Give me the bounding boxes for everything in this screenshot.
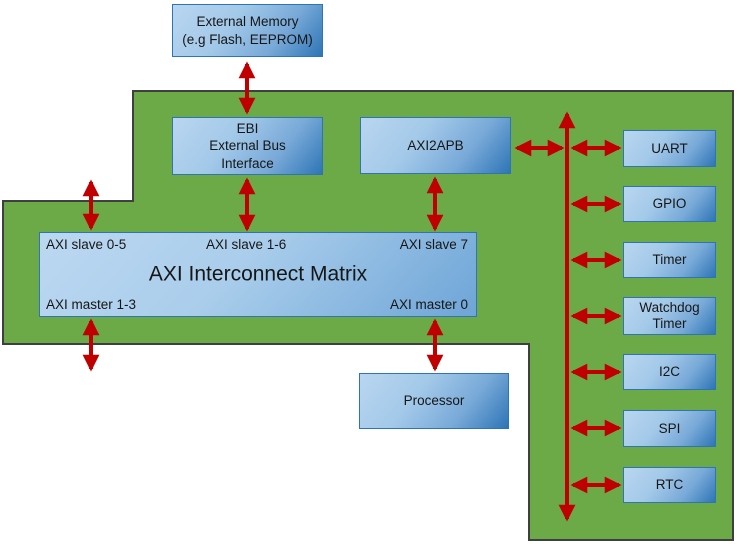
bus-arrows (82, 61, 622, 522)
chip-region (2, 90, 734, 541)
